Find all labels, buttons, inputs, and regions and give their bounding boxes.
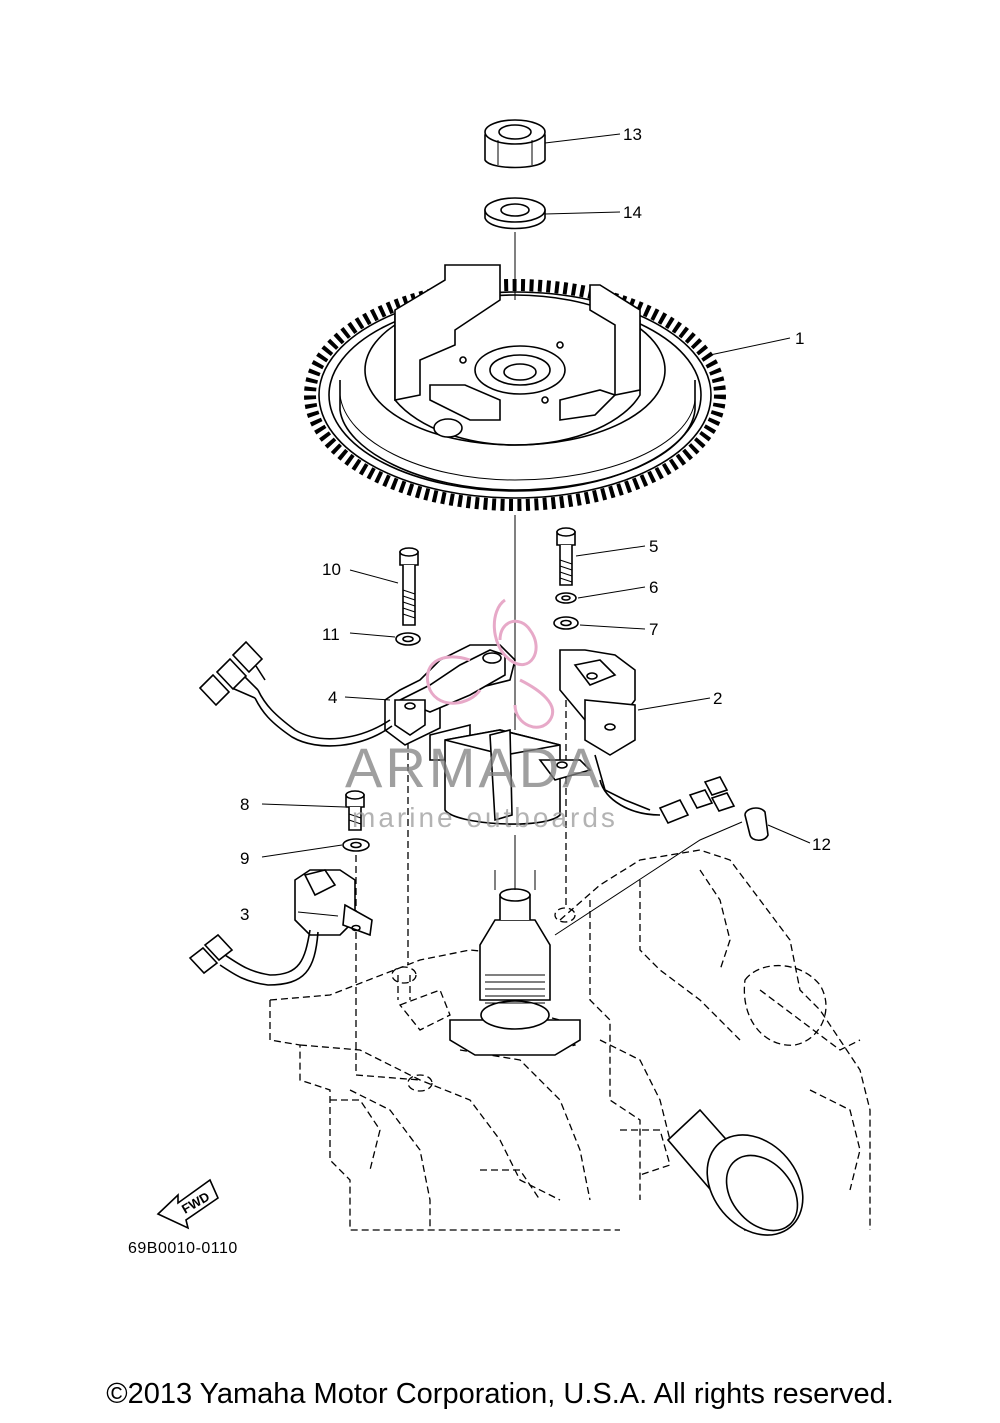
callout-14: 14	[623, 203, 642, 222]
callout-12: 12	[812, 835, 831, 854]
woodruff-key	[554, 807, 769, 936]
bolt-5	[556, 527, 576, 586]
callout-6: 6	[649, 578, 658, 597]
bolt-10	[399, 547, 419, 626]
washer-7	[553, 616, 579, 630]
callout-5: 5	[649, 537, 658, 556]
callout-10: 10	[322, 560, 341, 579]
callout-13: 13	[623, 125, 642, 144]
callout-4: 4	[328, 688, 337, 707]
bolt-8	[345, 790, 365, 831]
callout-8: 8	[240, 795, 249, 814]
flywheel-nut	[484, 119, 546, 169]
copyright-notice: ©2013 Yamaha Motor Corporation, U.S.A. A…	[106, 1378, 894, 1410]
alignment-lines	[355, 700, 567, 1081]
washer-11	[395, 632, 421, 646]
watermark-subtitle: marine outboards	[352, 802, 618, 833]
pulser-wire-harness	[599, 776, 736, 825]
stator-wire-harness	[198, 640, 393, 747]
callout-labels: 13 14 1 2 3 4 5 6 7 8 9 10 11 12	[240, 125, 831, 924]
charge-coil	[444, 728, 592, 825]
washer-9	[342, 838, 370, 852]
lighting-coil-assembly	[384, 644, 516, 761]
callout-1: 1	[795, 329, 804, 348]
flywheel-washer	[484, 197, 546, 230]
callout-leaders	[261, 133, 811, 917]
watermark-title: ARMADA	[345, 736, 603, 799]
callout-7: 7	[649, 620, 658, 639]
flywheel-magneto	[304, 264, 726, 511]
diagram-part-number: 69B0010-0110	[128, 1240, 238, 1257]
forward-direction-icon: FWD	[156, 1178, 220, 1230]
callout-3: 3	[240, 905, 249, 924]
engine-block	[269, 849, 871, 1231]
spring-washer-6	[555, 592, 577, 604]
callout-2: 2	[713, 689, 722, 708]
crankshaft-end	[449, 870, 581, 1056]
oil-filter	[666, 1108, 804, 1236]
callout-9: 9	[240, 849, 249, 868]
armada-logo-icon	[425, 598, 555, 729]
callout-11: 11	[322, 625, 340, 644]
pulser-coil	[559, 649, 651, 811]
crank-position-sensor	[188, 869, 373, 986]
